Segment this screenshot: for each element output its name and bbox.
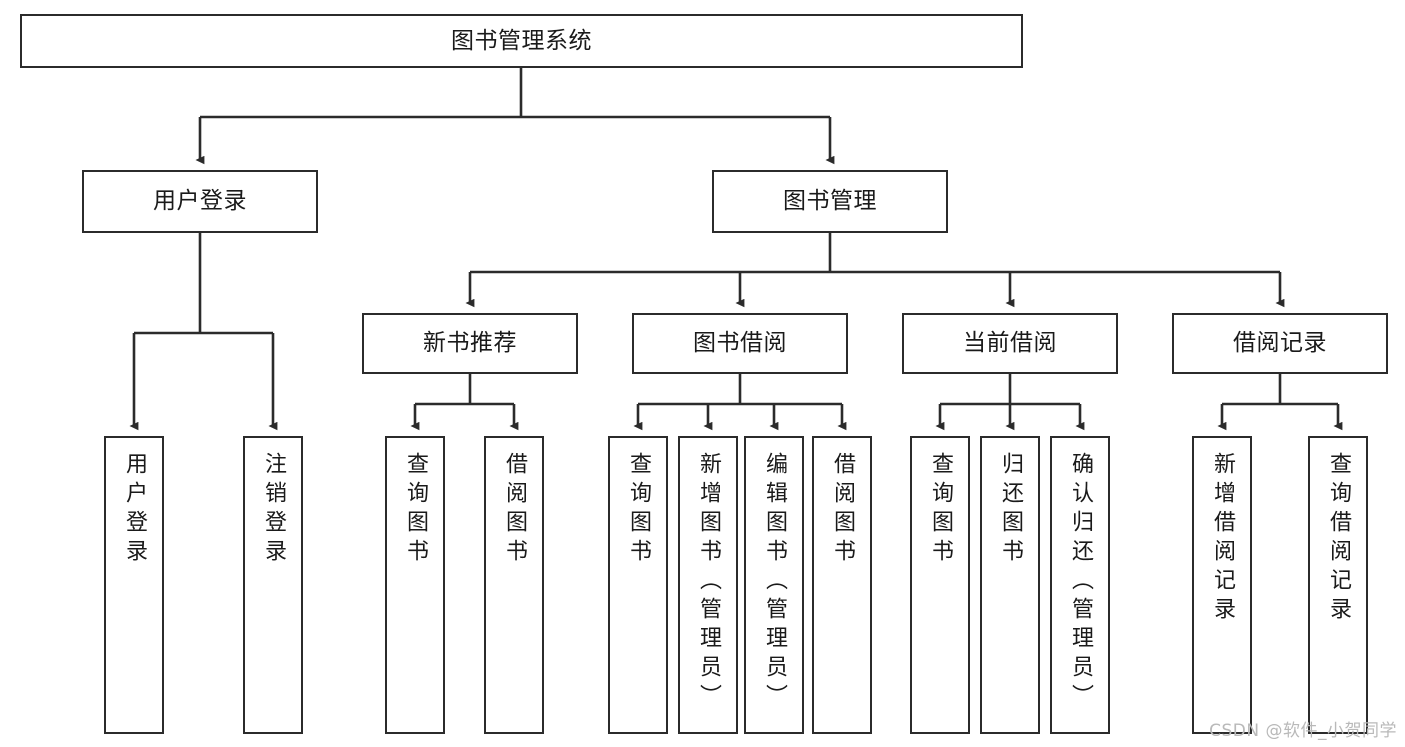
leaf-borrow-query-book[interactable]: 查询图书 bbox=[608, 436, 668, 734]
node-label: 归还图书 bbox=[998, 452, 1023, 568]
leaf-recommend-query-book[interactable]: 查询图书 bbox=[385, 436, 445, 734]
node-label: 图书管理 bbox=[783, 188, 877, 214]
node-label: 新增借阅记录 bbox=[1210, 452, 1235, 626]
leaf-record-add-record[interactable]: 新增借阅记录 bbox=[1192, 436, 1252, 734]
node-borrow-record[interactable]: 借阅记录 bbox=[1172, 313, 1388, 374]
node-book-borrow[interactable]: 图书借阅 bbox=[632, 313, 848, 374]
leaf-borrow-edit-book-admin[interactable]: 编辑图书（管理员） bbox=[744, 436, 804, 734]
leaf-record-query-record[interactable]: 查询借阅记录 bbox=[1308, 436, 1368, 734]
node-label: 用户登录 bbox=[122, 452, 147, 568]
leaf-borrow-borrow-book[interactable]: 借阅图书 bbox=[812, 436, 872, 734]
node-label: 新书推荐 bbox=[423, 330, 517, 356]
node-user-login[interactable]: 用户登录 bbox=[82, 170, 318, 233]
csdn-watermark: CSDN @软件_小贺同学 bbox=[1209, 721, 1397, 741]
node-label: 当前借阅 bbox=[963, 330, 1057, 356]
node-label: 查询图书 bbox=[626, 452, 651, 568]
node-label: 借阅图书 bbox=[502, 452, 527, 568]
node-new-book-recommend[interactable]: 新书推荐 bbox=[362, 313, 578, 374]
node-label: 借阅图书 bbox=[830, 452, 855, 568]
node-label: 借阅记录 bbox=[1233, 330, 1327, 356]
leaf-user-login-logout[interactable]: 注销登录 bbox=[243, 436, 303, 734]
node-label: 图书管理系统 bbox=[451, 27, 592, 54]
node-label: 查询借阅记录 bbox=[1326, 452, 1351, 626]
node-book-management[interactable]: 图书管理 bbox=[712, 170, 948, 233]
leaf-current-return-book[interactable]: 归还图书 bbox=[980, 436, 1040, 734]
leaf-user-login-login[interactable]: 用户登录 bbox=[104, 436, 164, 734]
leaf-current-confirm-return-admin[interactable]: 确认归还（管理员） bbox=[1050, 436, 1110, 734]
leaf-borrow-add-book-admin[interactable]: 新增图书（管理员） bbox=[678, 436, 738, 734]
node-label: 用户登录 bbox=[153, 188, 247, 214]
node-root-system[interactable]: 图书管理系统 bbox=[20, 14, 1023, 68]
node-label: 查询图书 bbox=[403, 452, 428, 568]
node-label: 新增图书（管理员） bbox=[696, 452, 721, 713]
node-current-borrow[interactable]: 当前借阅 bbox=[902, 313, 1118, 374]
node-label: 编辑图书（管理员） bbox=[762, 452, 787, 713]
node-label: 图书借阅 bbox=[693, 330, 787, 356]
leaf-current-query-book[interactable]: 查询图书 bbox=[910, 436, 970, 734]
node-label: 查询图书 bbox=[928, 452, 953, 568]
node-label: 确认归还（管理员） bbox=[1068, 452, 1093, 713]
leaf-recommend-borrow-book[interactable]: 借阅图书 bbox=[484, 436, 544, 734]
node-label: 注销登录 bbox=[261, 452, 286, 568]
